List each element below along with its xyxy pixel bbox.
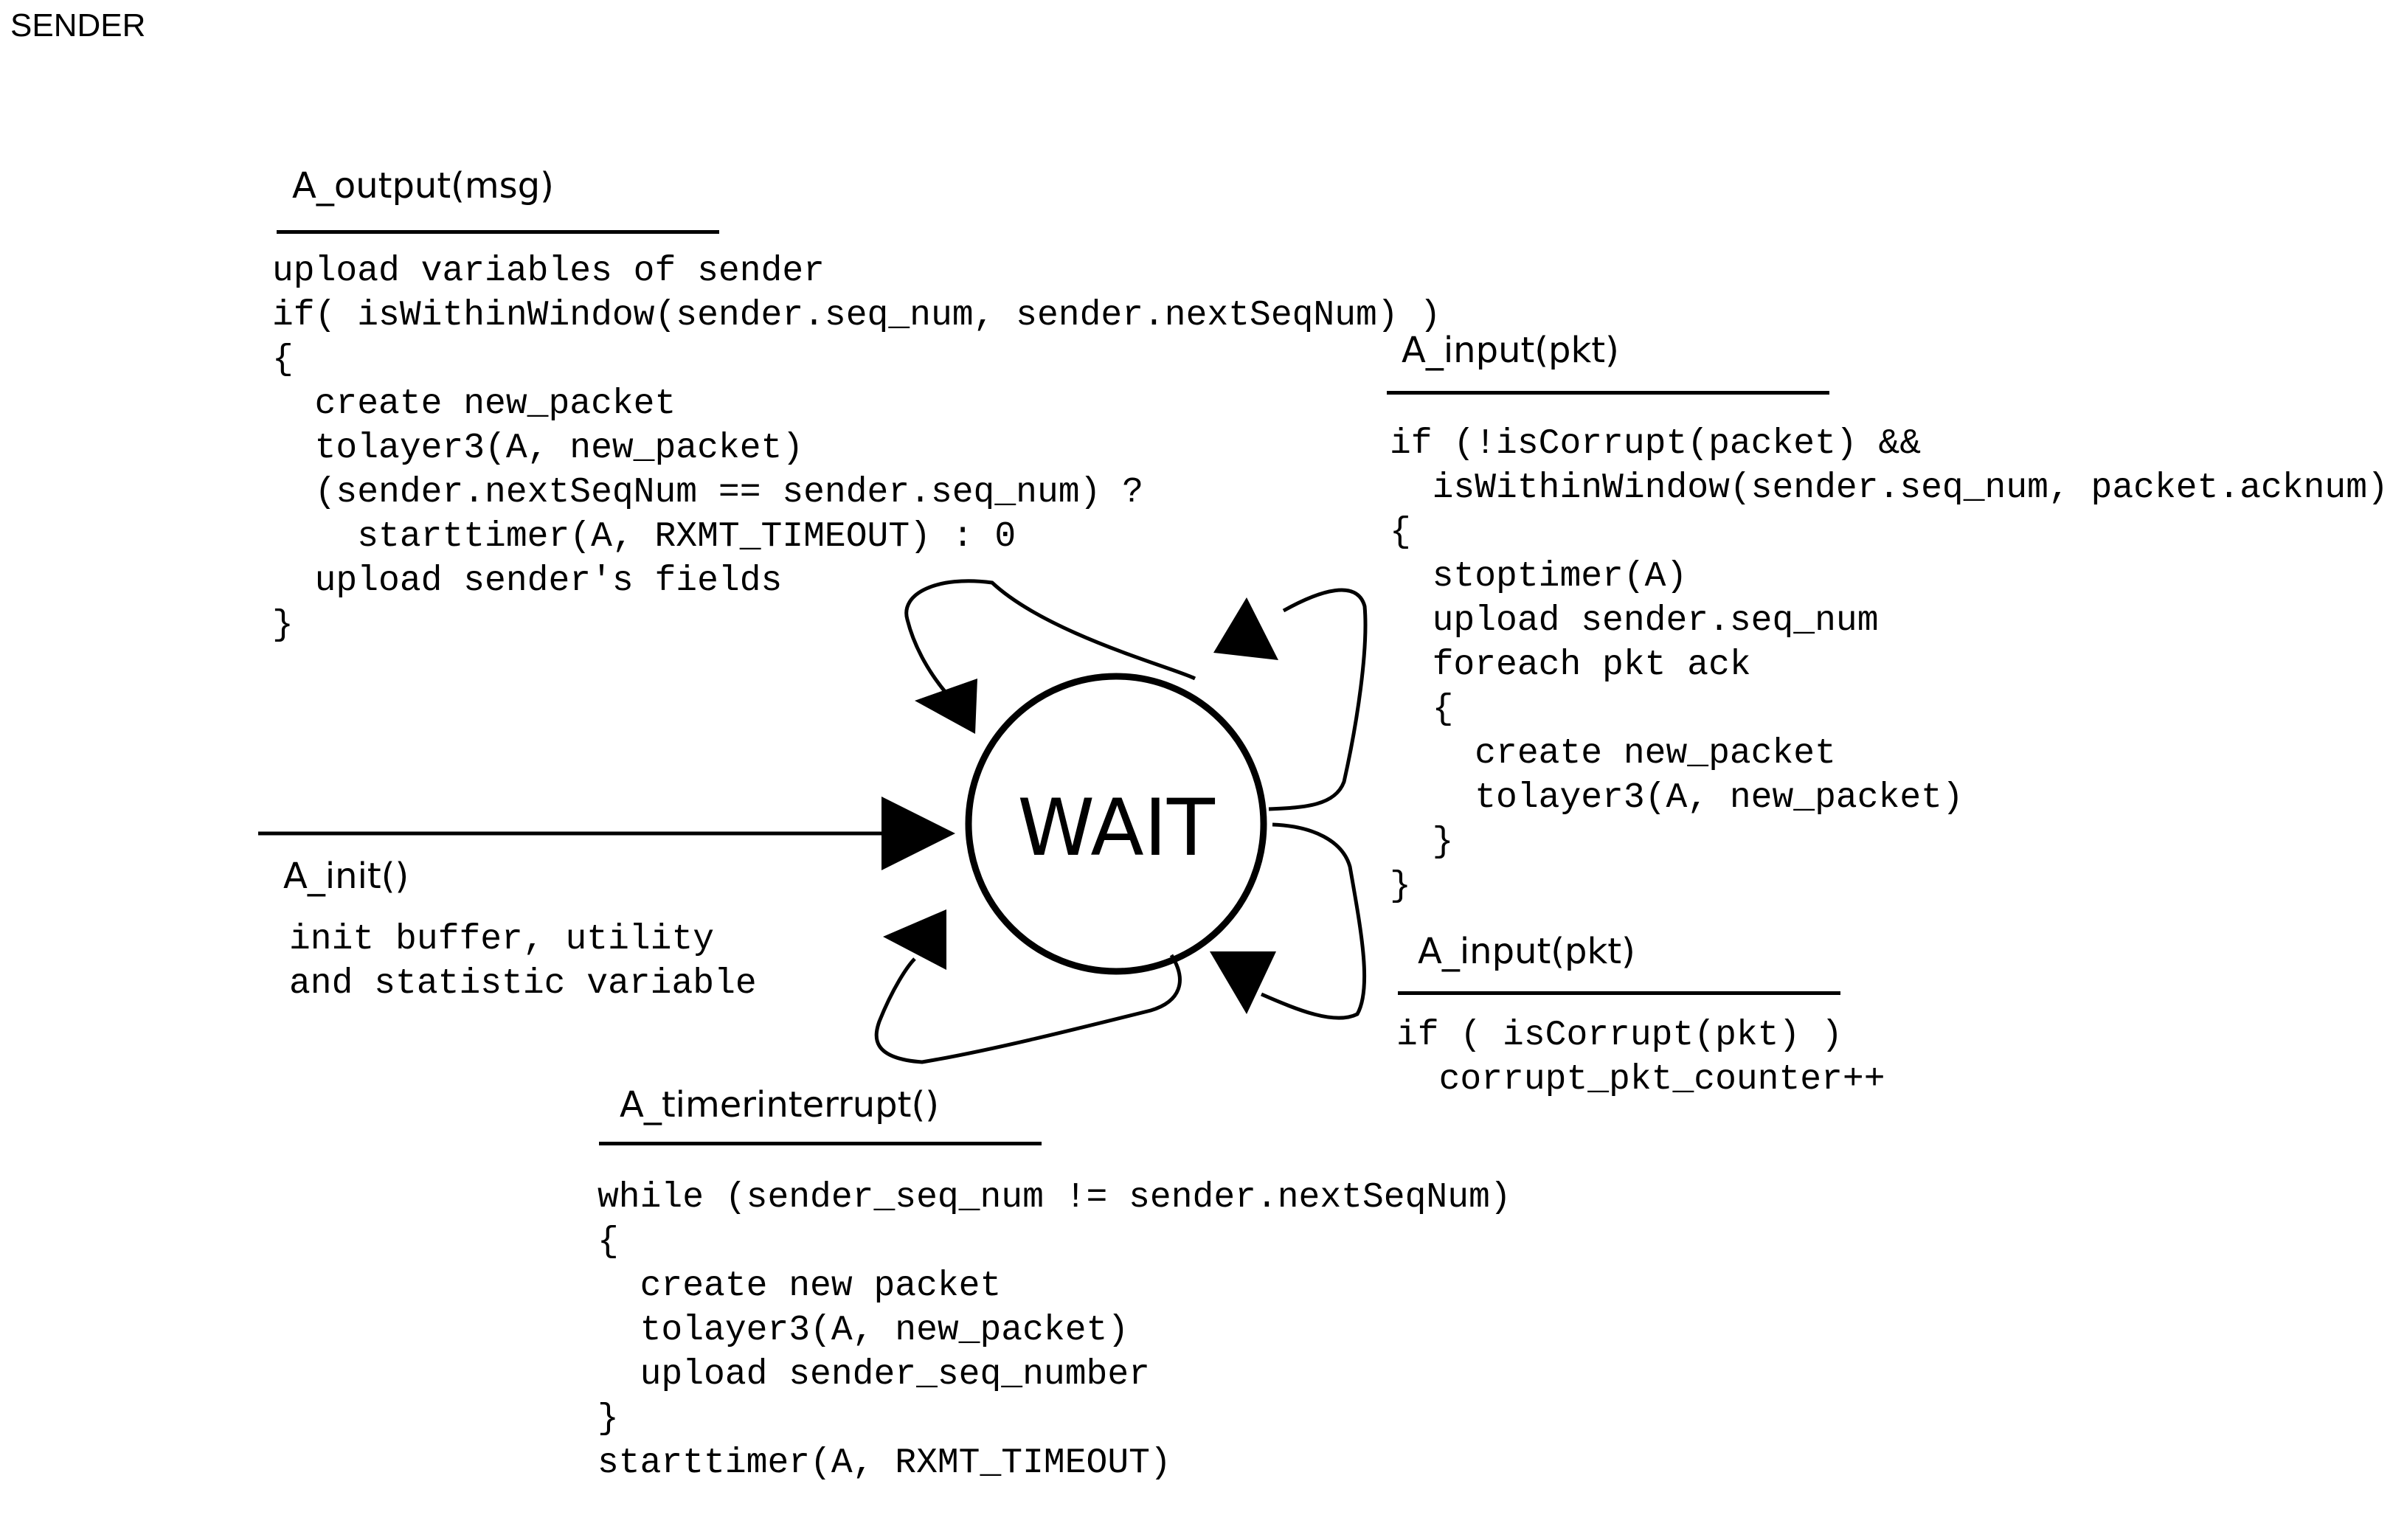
timer-loop-arrowhead — [883, 909, 946, 970]
input-corrupt-event-rule — [1398, 991, 1840, 995]
wait-state-circle — [965, 673, 1267, 975]
diagram-title: SENDER — [10, 7, 146, 44]
input-corrupt-loop-arrowhead — [1210, 951, 1276, 1014]
timer-event-rule — [599, 1142, 1042, 1145]
init-action-text: init buffer, utility and statistic varia… — [289, 920, 757, 1004]
timer-event-label: A_timerinterrupt() — [620, 1084, 939, 1125]
timer-action-text: while (sender_seq_num != sender.nextSeqN… — [598, 1178, 1511, 1483]
init-arrowhead — [881, 797, 955, 870]
input-ok-loop-arrowhead — [1213, 597, 1278, 660]
input-ok-event-rule — [1387, 391, 1829, 395]
timer-loop — [874, 954, 1182, 1064]
init-event-label: A_init() — [283, 856, 409, 897]
output-action-text: upload variables of sender if( isWithinW… — [272, 252, 1441, 645]
input-corrupt-loop — [1260, 822, 1367, 1020]
input-ok-event-label: A_input(pkt) — [1402, 330, 1619, 371]
input-corrupt-event-label: A_input(pkt) — [1418, 931, 1635, 972]
output-event-rule — [277, 230, 719, 234]
output-loop-arrowhead — [915, 679, 977, 734]
input-corrupt-action-text: if ( isCorrupt(pkt) ) corrupt_pkt_counte… — [1396, 1016, 1885, 1100]
output-loop — [904, 579, 1196, 695]
output-event-label: A_output(msg) — [292, 165, 554, 207]
wait-state-label: WAIT — [1017, 783, 1215, 873]
input-ok-action-text: if (!isCorrupt(packet) && isWithinWindow… — [1390, 424, 2390, 906]
input-ok-loop — [1268, 588, 1368, 811]
